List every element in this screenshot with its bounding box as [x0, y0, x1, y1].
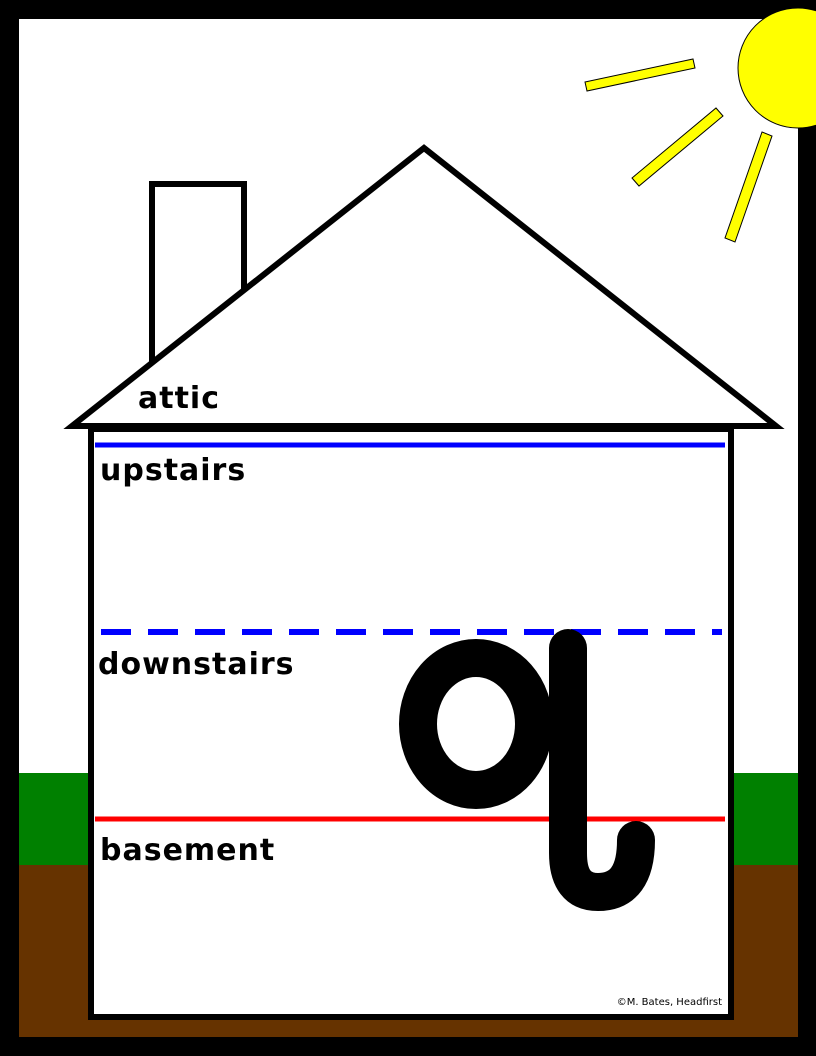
letter-q-glyph [399, 629, 655, 911]
copyright-text: ©M. Bates, Headfirst [616, 997, 722, 1008]
sun-icon [584, 7, 816, 243]
label-attic: attic [138, 381, 220, 416]
label-downstairs: downstairs [98, 647, 295, 682]
label-upstairs: upstairs [100, 453, 247, 488]
sun-ray [724, 131, 773, 243]
label-basement: basement [100, 833, 276, 868]
sun-ray [584, 58, 696, 92]
sun-ray [631, 107, 724, 187]
